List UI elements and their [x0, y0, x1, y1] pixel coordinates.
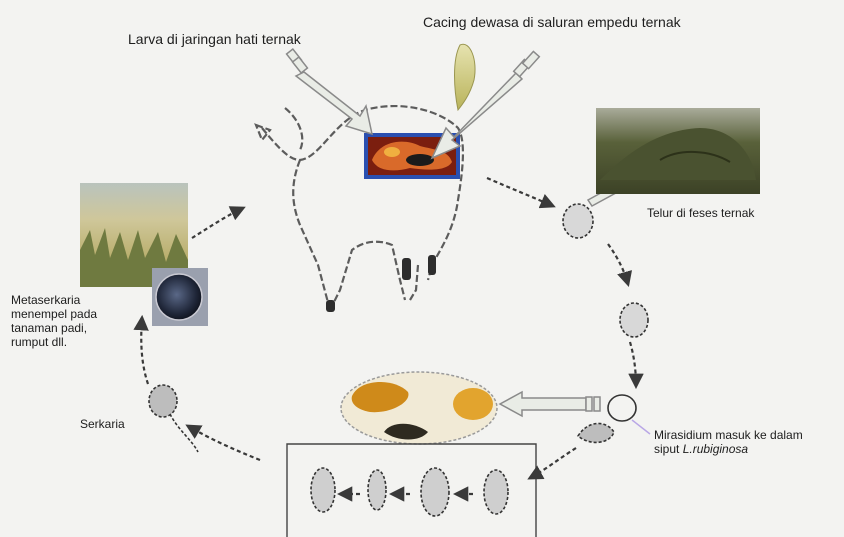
feces-photo	[596, 108, 760, 194]
label-miracidium: Mirasidium masuk ke dalam siput L.rubigi…	[654, 428, 803, 456]
egg-stage-icon	[563, 204, 648, 337]
label-snail-name: L.rubiginosa	[683, 442, 748, 456]
intermediate-stages-box	[287, 444, 536, 537]
label-metacercaria-line: rumput dll.	[11, 335, 97, 349]
label-miracidium-line2: siput L.rubiginosa	[654, 442, 803, 456]
label-cercaria: Serkaria	[80, 417, 125, 431]
label-adult-bile: Cacing dewasa di saluran empedu ternak	[423, 14, 681, 30]
label-metacercaria-line: Metaserkaria	[11, 293, 97, 307]
label-metacercaria: Metaserkaria menempel pada tanaman padi,…	[11, 293, 97, 349]
cycle-arrows	[141, 178, 636, 494]
arrow-adult-icon	[432, 51, 539, 158]
arrow-larva-icon	[287, 49, 372, 134]
label-miracidium-line1: Mirasidium masuk ke dalam	[654, 428, 803, 442]
label-metacercaria-line: menempel pada	[11, 307, 97, 321]
cow-hooves-icon	[326, 255, 436, 312]
cercaria-stage-icon	[149, 385, 198, 452]
miracidium-pointer	[632, 420, 650, 434]
label-metacercaria-line: tanaman padi,	[11, 321, 97, 335]
flukes-photo	[341, 372, 497, 444]
cow-tail-icon	[455, 44, 476, 110]
arrow-flukes-icon	[500, 392, 600, 416]
label-larva-liver: Larva di jaringan hati ternak	[128, 31, 301, 47]
metacercaria-photo	[152, 268, 208, 326]
label-miracidium-prefix: siput	[654, 442, 683, 456]
label-eggs-feces: Telur di feses ternak	[647, 206, 754, 220]
